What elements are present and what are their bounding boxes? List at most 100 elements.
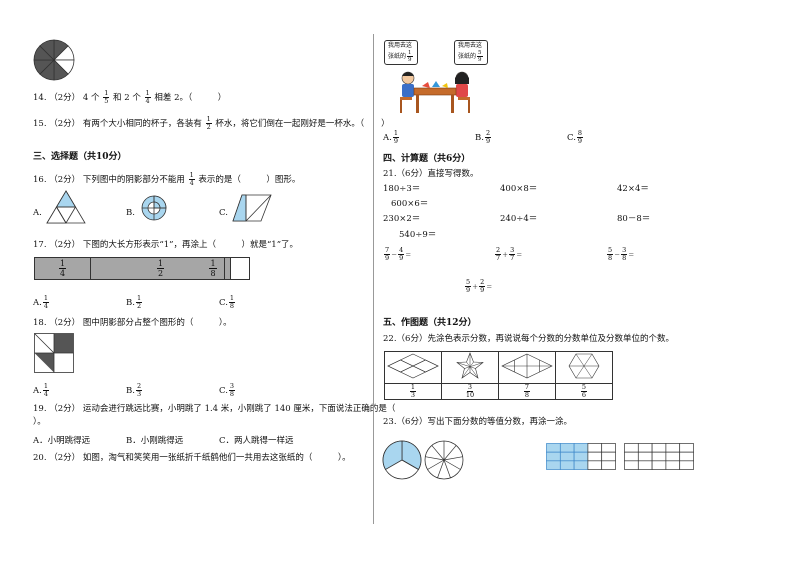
calc-item: 42×4＝ — [617, 184, 649, 194]
question-18: 18. （2分） 图中阴影部分占整个图形的（ ）。 — [33, 318, 232, 328]
calc-item: 180÷3＝ — [383, 184, 421, 194]
score: （2分） — [49, 93, 81, 103]
question-17: 17. （2分） 下图的大长方形表示“1”，再涂上（ ）就是“1”了。 — [33, 240, 299, 250]
hexagon-cell[interactable] — [555, 351, 613, 384]
circle-divider-line — [443, 459, 451, 478]
square-figure — [34, 333, 74, 373]
grid-cell — [587, 443, 603, 453]
grid-cell — [637, 460, 653, 470]
circle-divider-line — [425, 456, 445, 461]
column-divider — [373, 34, 374, 524]
grid-cell — [546, 443, 561, 453]
star-cell[interactable] — [441, 351, 499, 384]
circle-divider-line — [431, 445, 445, 461]
grid-cell — [601, 451, 616, 462]
question-21: 21.（6分）直接写得数。 — [383, 169, 479, 179]
grid-cell — [665, 451, 681, 462]
grid-cell — [637, 443, 653, 453]
grid-cell — [679, 443, 694, 453]
grid-cell — [651, 451, 667, 462]
grid-cell — [546, 451, 561, 462]
grid-cell — [651, 443, 667, 453]
grid-cell — [601, 443, 616, 453]
option-a[interactable]: A．小明跳得远 — [33, 436, 91, 446]
grid-cell — [559, 451, 575, 462]
grid-cell — [637, 451, 653, 462]
option-b[interactable]: B. — [126, 208, 135, 218]
option-b[interactable]: B．小刚跳得远 — [126, 436, 184, 446]
grid-cell — [679, 451, 694, 462]
grid-cell — [624, 451, 639, 462]
circle-divider-line — [437, 459, 445, 478]
circle-divider-line — [443, 456, 463, 461]
rhombus-cell[interactable] — [498, 351, 556, 384]
grid-cell — [665, 443, 681, 453]
option-c[interactable]: C. — [219, 208, 228, 218]
grid-cell — [601, 460, 616, 470]
diamond-grid-cell[interactable] — [384, 351, 442, 384]
grid-cell — [587, 460, 603, 470]
question-19: 19. （2分） 运动会进行跳远比赛，小明跳了 1.4 米，小刚跳了 140 厘… — [33, 404, 396, 414]
circle-thirds-figure[interactable] — [382, 440, 422, 480]
option-a[interactable]: A. — [33, 208, 42, 218]
question-19-cont: ）。 — [33, 417, 46, 427]
question-23: 23.（6分）写出下面分数的等值分数，再涂一涂。 — [383, 417, 572, 427]
calc-item: 600×6＝ — [391, 199, 429, 209]
question-22: 22.（6分）先涂色表示分数，再说说每个分数的分数单位及分数单位的个数。 — [383, 334, 674, 344]
section-5-title: 五、作图题（共12分） — [383, 318, 477, 328]
grid-cell — [624, 460, 639, 470]
section-3-title: 三、选择题（共10分） — [33, 152, 127, 162]
grid-cell — [665, 460, 681, 470]
circle-ninths-figure[interactable] — [424, 440, 464, 480]
ring-figure — [141, 195, 167, 221]
section-4-title: 四、计算题（共6分） — [383, 154, 471, 164]
grid-rect-empty[interactable] — [624, 443, 694, 470]
calc-item: 400×8＝ — [500, 184, 538, 194]
calc-item: 80－8＝ — [617, 214, 651, 224]
calc-item: 240÷4＝ — [500, 214, 538, 224]
grid-cell — [573, 443, 589, 453]
grid-cell — [573, 460, 589, 470]
grid-cell — [651, 460, 667, 470]
grid-cell — [624, 443, 639, 453]
pie-figure-top — [33, 39, 75, 81]
grid-rect-shaded[interactable] — [546, 443, 616, 470]
grid-cell — [546, 460, 561, 470]
calc-item: 540÷9＝ — [399, 230, 437, 240]
option-c[interactable]: C．两人跳得一样远 — [219, 436, 294, 446]
grid-cell — [679, 460, 694, 470]
grid-cell — [587, 451, 603, 462]
pie-sector — [39, 39, 55, 61]
circle-divider-line — [443, 445, 457, 461]
question-20: 20. （2分） 如图，淘气和笑笑用一张纸折千纸鹤他们一共用去这张纸的（ ）。 — [33, 453, 351, 463]
parallelogram-figure — [232, 194, 272, 222]
kids-folding-paper-illustration — [400, 71, 470, 113]
